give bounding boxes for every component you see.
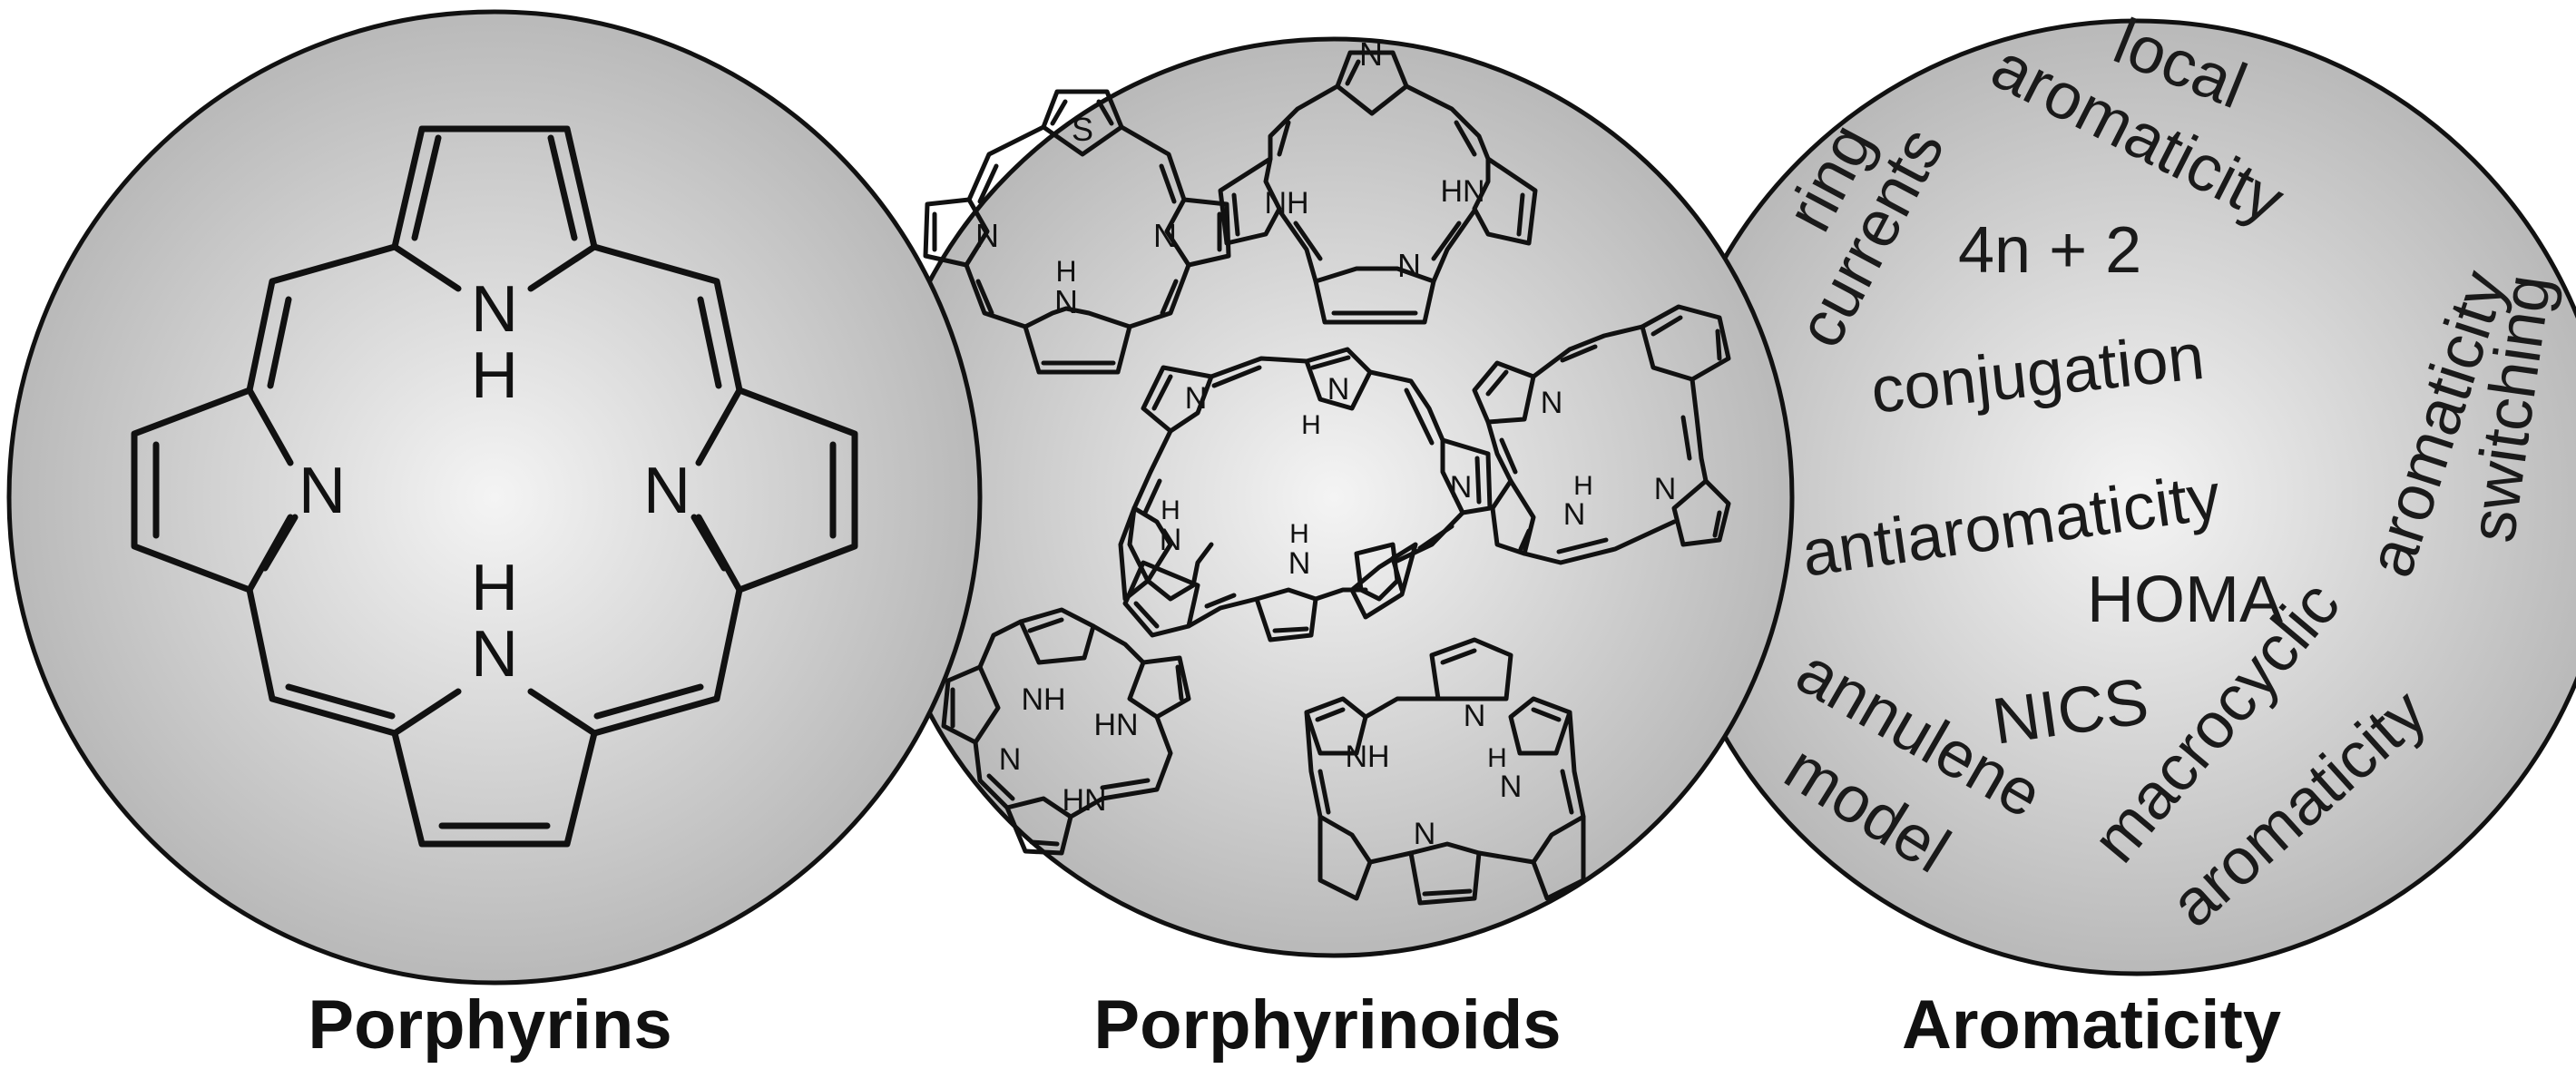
- center-n-right: N: [1450, 470, 1473, 505]
- benzi-n-mid: N: [1563, 497, 1586, 532]
- porphyrinoid-bottom-left: [941, 607, 1191, 856]
- porphyrin-nh-top-n: N: [471, 273, 518, 346]
- panel-label-porphyrins: Porphyrins: [308, 986, 671, 1064]
- porphyrinoid-thiaporphyrin: [923, 89, 1231, 375]
- benzi-h: H: [1573, 471, 1593, 501]
- bl-hn: HN: [1093, 708, 1138, 742]
- center-nh-h: H: [1301, 410, 1321, 440]
- thiaporphyrin-n-bottom: N: [1054, 283, 1078, 320]
- center-nh-bl-n: N: [1160, 523, 1182, 557]
- benzi-n-right: N: [1654, 472, 1677, 506]
- porphyrinoid-benziporphyrin: [1472, 304, 1731, 565]
- br-nh-left: NH: [1345, 740, 1389, 774]
- thiaporphyrin-s: S: [1072, 111, 1093, 148]
- br-n-right: N: [1500, 770, 1523, 804]
- porphyrinoid-n-confused: [1218, 50, 1538, 325]
- porphyrin-nh-top-h: H: [471, 339, 518, 412]
- kw-4n-plus-2: 4n + 2: [1958, 214, 2141, 287]
- porphyrin-structure: [131, 125, 858, 848]
- thiaporphyrin-n-left: N: [975, 217, 999, 254]
- panel-label-porphyrinoids: Porphyrinoids: [1093, 986, 1561, 1064]
- thiaporphyrin-n-right: N: [1153, 217, 1177, 254]
- thiaporphyrin-h: H: [1055, 255, 1076, 288]
- br-h-right: H: [1487, 743, 1507, 773]
- nconfused-n-bottom: N: [1397, 247, 1421, 284]
- porphyrinoid-expanded-center: [1118, 347, 1493, 642]
- br-n-top: N: [1464, 699, 1486, 733]
- porphyrin-n-left: N: [299, 455, 346, 527]
- center-nh-br-h: H: [1289, 519, 1309, 549]
- nconfused-n-top: N: [1359, 35, 1383, 73]
- center-n-left: N: [1185, 381, 1208, 416]
- center-nh: N: [1327, 372, 1350, 407]
- benzi-n-left: N: [1541, 386, 1563, 420]
- bl-n: N: [999, 742, 1022, 777]
- porphyrin-nh-bottom-h: H: [471, 552, 518, 624]
- nconfused-hn-right: HN: [1440, 174, 1484, 209]
- porphyrin-nh-bottom-n: N: [471, 618, 518, 691]
- br-n-bottom: N: [1414, 817, 1436, 851]
- porphyrins-circle: [6, 9, 983, 986]
- nconfused-nh-left: NH: [1264, 186, 1308, 221]
- porphyrinoid-bottom-right: [1304, 637, 1586, 906]
- center-nh-bl-h: H: [1161, 495, 1180, 525]
- panel-label-aromaticity: Aromaticity: [1902, 986, 2281, 1064]
- center-nh-br-n: N: [1288, 546, 1311, 581]
- porphyrin-n-right: N: [643, 455, 691, 527]
- kw-homa: HOMA: [2087, 564, 2283, 636]
- bl-hn-bottom: HN: [1062, 783, 1106, 818]
- bl-nh: NH: [1021, 682, 1065, 717]
